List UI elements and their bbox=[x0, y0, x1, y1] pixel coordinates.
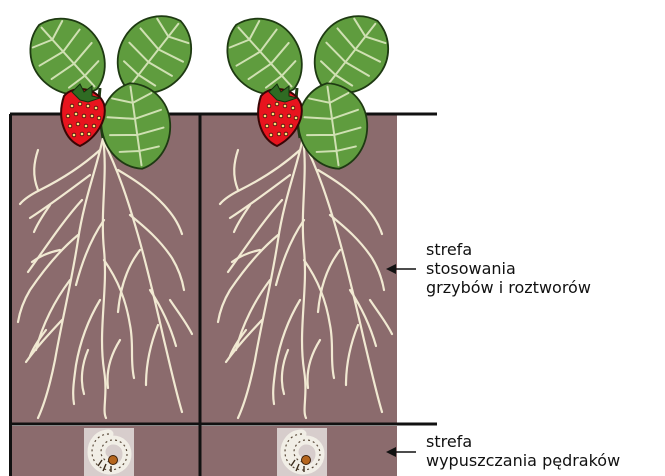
grub-larva-icon bbox=[277, 428, 327, 476]
label-upper-zone: strefa stosowania grzybów i roztworów bbox=[426, 240, 591, 297]
label-upper-zone-line-2: stosowania bbox=[426, 259, 591, 278]
label-lower-zone: strefa wypuszczania pędraków bbox=[426, 432, 620, 470]
grub-larva-icon bbox=[84, 428, 134, 476]
label-upper-zone-line-3: grzybów i roztworów bbox=[426, 278, 591, 297]
soil-zone-lower bbox=[10, 426, 397, 476]
label-upper-zone-line-1: strefa bbox=[426, 240, 591, 259]
label-lower-zone-line-2: wypuszczania pędraków bbox=[426, 451, 620, 470]
label-lower-zone-line-1: strefa bbox=[426, 432, 620, 451]
